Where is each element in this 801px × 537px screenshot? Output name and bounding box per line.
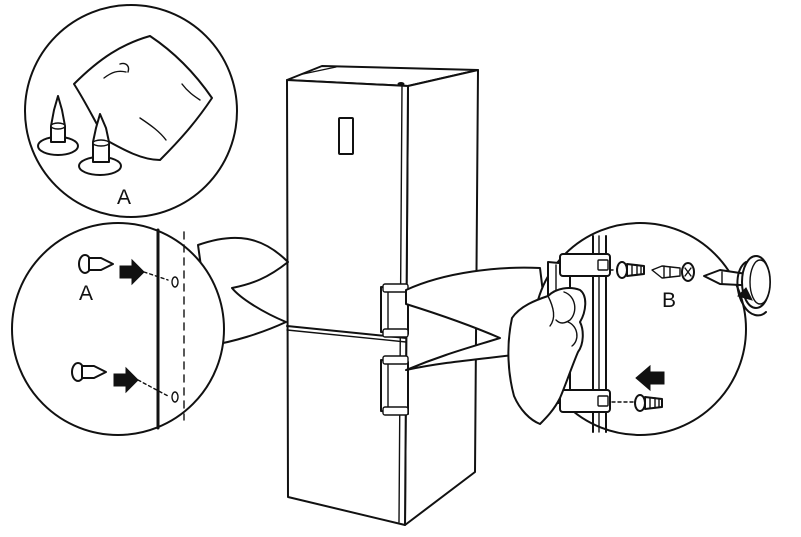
nose-cap-icon — [71, 362, 107, 382]
wall-plug-icon — [651, 265, 681, 279]
label-a-left: A — [79, 282, 93, 305]
screw-cover-cap-icon — [681, 262, 695, 282]
screw-icon — [616, 261, 645, 279]
nose-cap-icon — [78, 254, 114, 274]
hinge-hole — [171, 276, 179, 288]
rotation-arrow-icon — [736, 261, 767, 317]
hinge-hole — [171, 391, 179, 403]
screwdriver-icon — [703, 255, 771, 309]
handle-mounting-detail: B — [507, 222, 771, 436]
fridge-front — [286, 79, 409, 526]
arrow-right-icon — [113, 366, 139, 394]
arrow-left-icon — [635, 364, 665, 392]
label-b: B — [662, 289, 676, 312]
accessory-bag-detail: A — [24, 4, 238, 218]
cap-insertion-detail: A — [11, 222, 225, 436]
upper-door-handle — [380, 283, 409, 338]
arrow-right-icon — [119, 258, 145, 286]
lower-door-handle — [380, 355, 409, 416]
nose-cap-icon — [37, 95, 79, 156]
label-a-top: A — [117, 186, 131, 209]
nose-cap-icon — [78, 113, 122, 176]
control-display — [338, 117, 354, 155]
screw-icon — [634, 394, 663, 412]
